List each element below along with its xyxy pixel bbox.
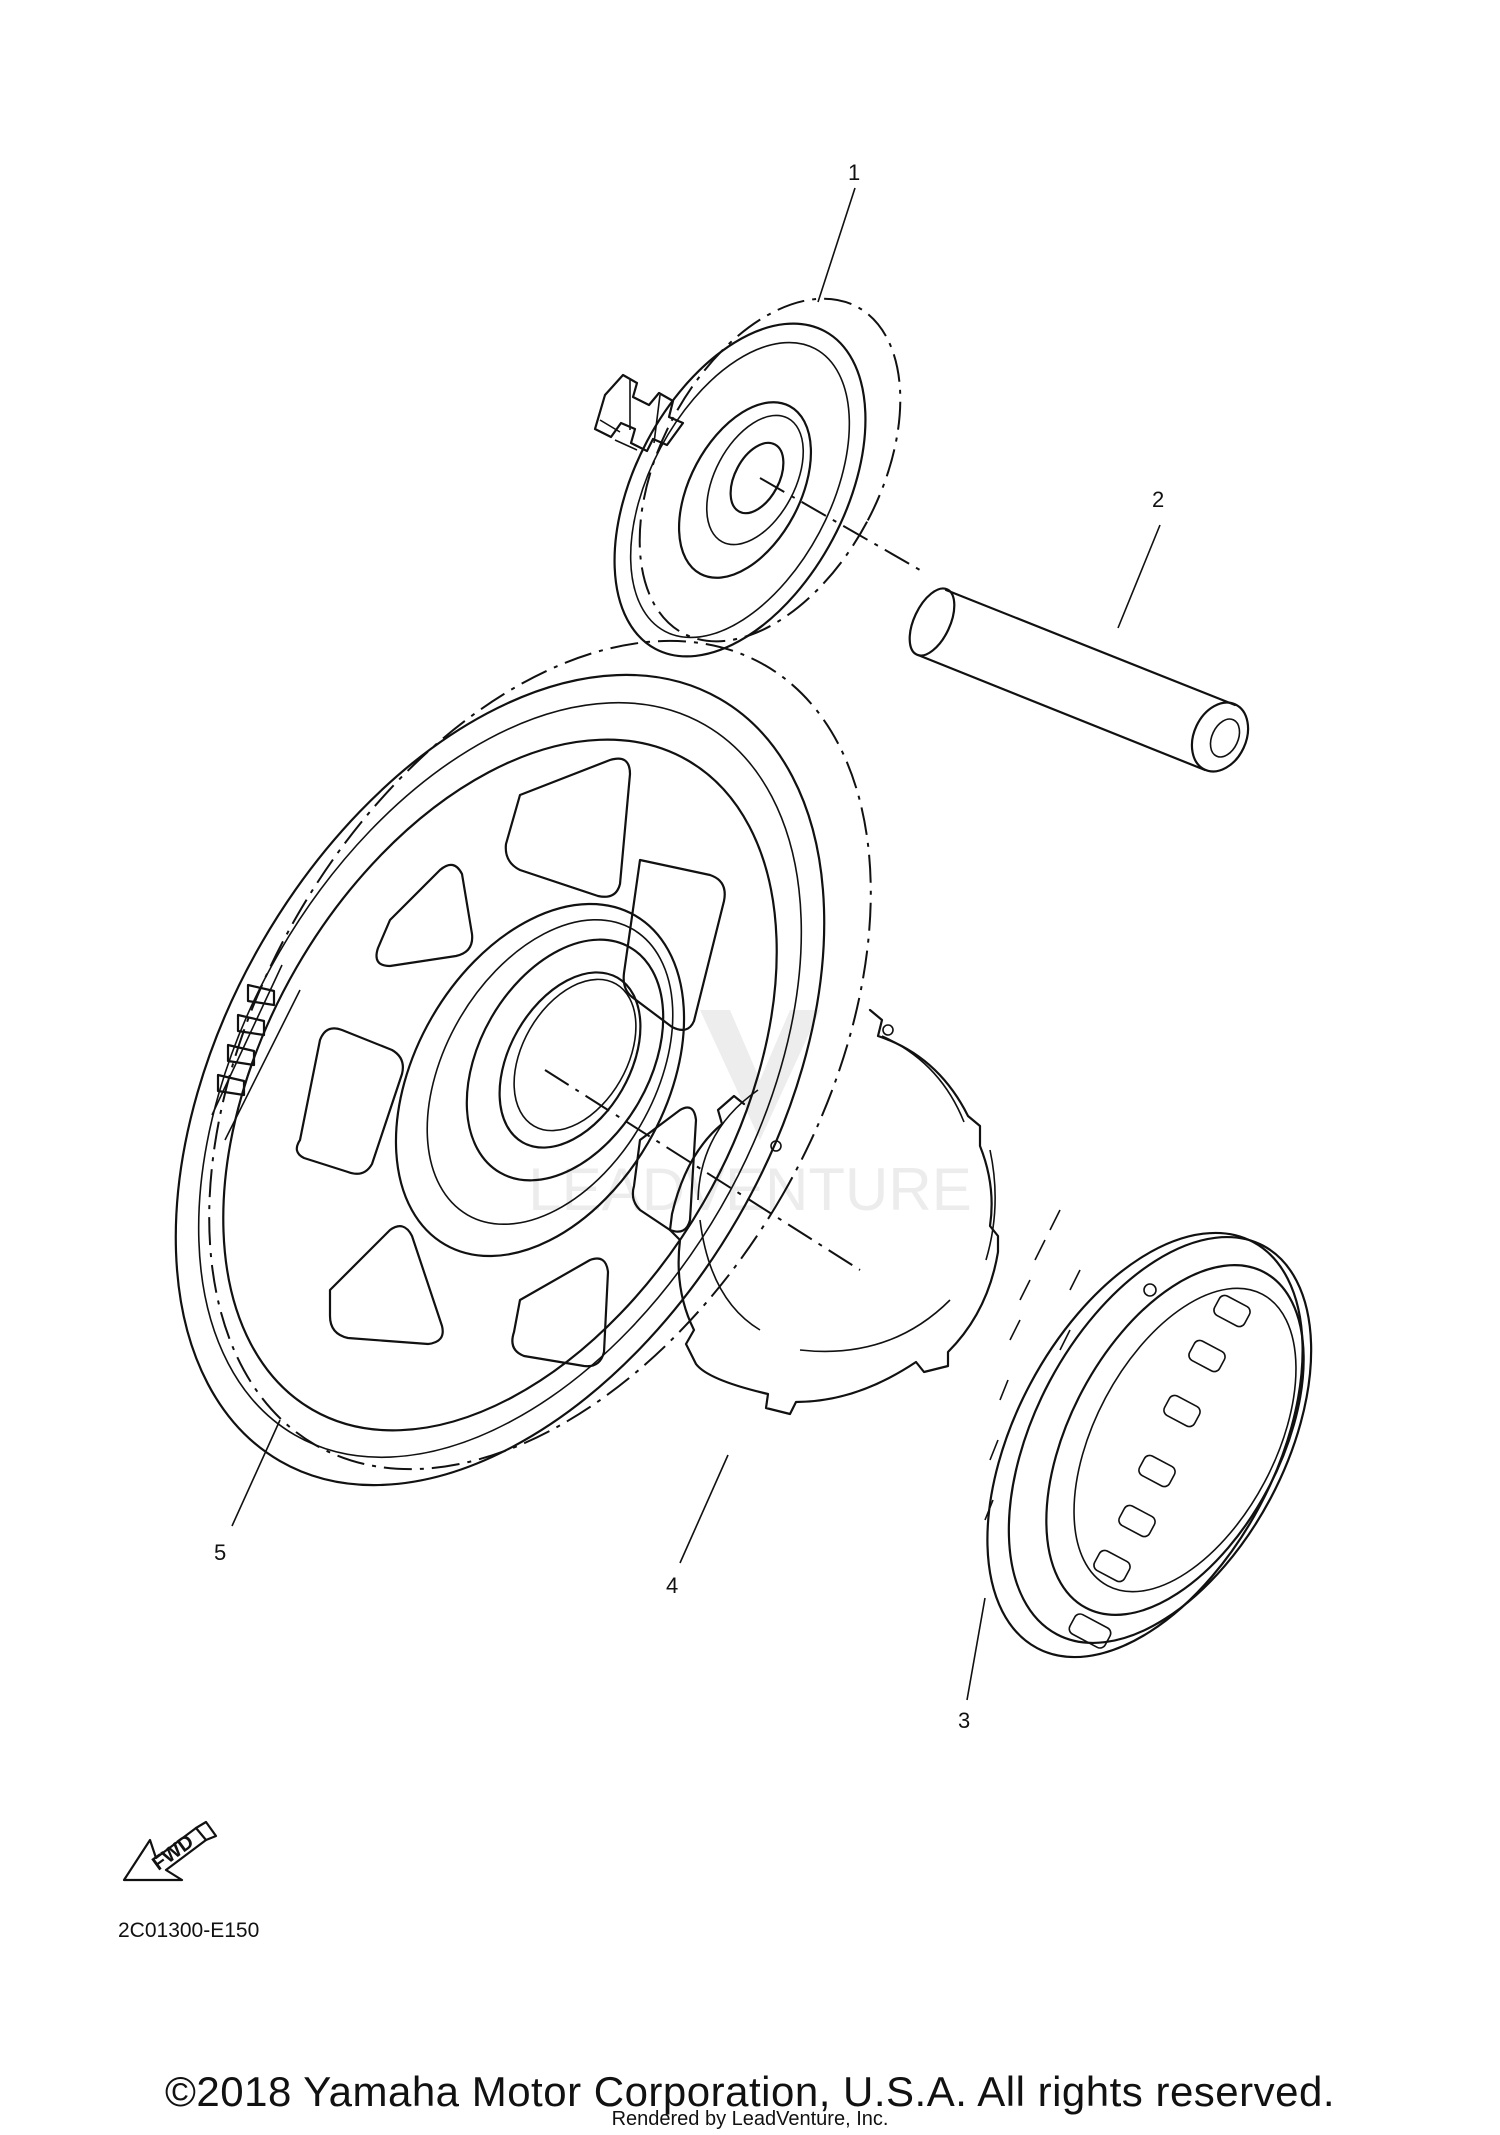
svg-text:4: 4 [666, 1573, 678, 1598]
callout-3: 3 [958, 1597, 986, 1733]
fwd-label: FWD [148, 1831, 198, 1876]
part-2-shaft[interactable] [900, 582, 1258, 781]
part-5-starter-wheel-gear[interactable] [42, 525, 1008, 1598]
svg-text:2: 2 [1152, 487, 1164, 512]
centerline-5-3 [544, 1069, 861, 1271]
svg-text:3: 3 [958, 1708, 970, 1733]
callout-4: 4 [666, 1454, 729, 1598]
copyright-notice: ©2018 Yamaha Motor Corporation, U.S.A. A… [164, 2068, 1336, 2115]
centerline-1-2 [759, 477, 921, 571]
leadventure-watermark: LEADVENTURE [528, 1010, 972, 1223]
fwd-arrow-icon: FWD [122, 1820, 218, 1882]
svg-text:5: 5 [214, 1540, 226, 1565]
diagram-code: 2C01300-E150 [118, 1919, 260, 1942]
part-1-idle-gear[interactable] [563, 255, 954, 698]
callout-5: 5 [214, 1419, 281, 1565]
callout-2: 2 [1117, 487, 1164, 629]
callout-1: 1 [817, 160, 860, 303]
part-3-one-way-clutch[interactable] [922, 1181, 1373, 1709]
svg-text:1: 1 [848, 160, 860, 185]
part-4-retaining-plate[interactable] [668, 1008, 1000, 1416]
svg-text:LEADVENTURE: LEADVENTURE [528, 1156, 971, 1223]
render-credit: Rendered by LeadVenture, Inc. [611, 2108, 889, 2130]
